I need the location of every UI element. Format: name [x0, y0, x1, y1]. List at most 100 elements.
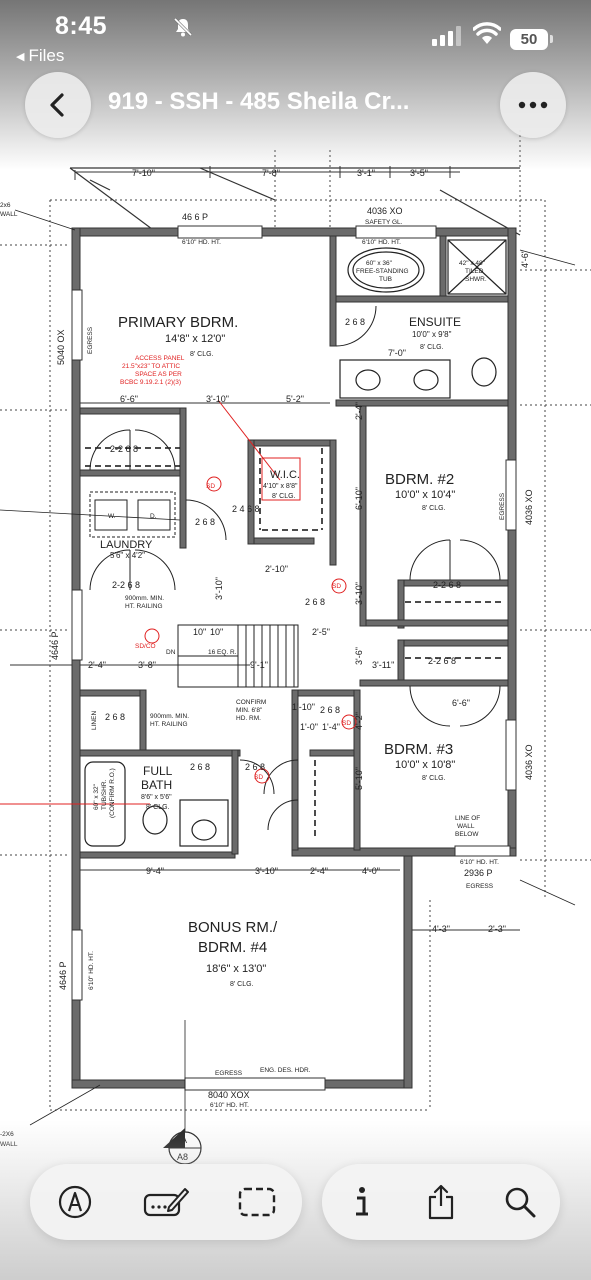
window-tags: 46 6 P 4036 XO 5040 OX 4036 XO 4646 P 40…	[50, 206, 534, 1100]
signature-icon	[143, 1188, 189, 1217]
ensuite-clg: 8' CLG.	[420, 344, 444, 351]
chevron-left-icon	[50, 93, 64, 117]
share-icon	[428, 1184, 454, 1220]
search-icon	[506, 1187, 536, 1218]
battery-indicator: 50	[510, 29, 548, 50]
hd-ht-2: 6'10" HD. HT.	[362, 239, 401, 246]
search-button[interactable]	[492, 1174, 548, 1230]
shower-note-1: 42" x 48"	[459, 260, 486, 267]
back-button[interactable]	[25, 72, 91, 138]
bdrm2-dims: 10'0" x 10'4"	[395, 489, 455, 501]
door-label-10: 2 6 8	[190, 762, 210, 772]
dim-hall-4: 4'-2"	[354, 712, 364, 730]
bonus-dims: 18'6" x 13'0"	[206, 963, 266, 975]
dim-h4: 6'-6"	[452, 698, 470, 708]
fixture-notes: 60" x 36" FREE-STANDING TUB 42" x 48" TI…	[0, 202, 506, 1162]
access-note-2: 21.5"x23" TO ATTIC	[122, 363, 180, 370]
dim-mid-1: 2'-4"	[88, 660, 106, 670]
stair-down: DN	[166, 649, 176, 656]
more-options-button[interactable]	[500, 72, 566, 138]
laundry-dims: 5'6" x 4'2"	[110, 551, 145, 560]
fullbath-clg: 8' CLG.	[146, 804, 170, 811]
tubshr-note-3: (CONFIRM R.O.)	[109, 768, 116, 818]
wall-note-top-2: WALL	[0, 211, 18, 218]
stairs	[177, 624, 299, 688]
bonus-name-1: BONUS RM./	[188, 919, 278, 936]
dim-hall-2: 1'-0"	[300, 722, 318, 732]
wic-clg: 8' CLG.	[272, 493, 296, 500]
markup-toolbar	[30, 1164, 302, 1240]
bdrm2-name: BDRM. #2	[385, 471, 454, 488]
fullbath-name-2: BATH	[141, 778, 172, 792]
door-label-9: 2 6 8	[105, 712, 125, 722]
access-note-1: ACCESS PANEL	[135, 355, 185, 362]
dim-bot-2: 3'-10"	[255, 866, 278, 876]
share-button[interactable]	[413, 1174, 469, 1230]
egress-right: EGRESS	[499, 492, 506, 520]
dim-primary-2: 3'-10"	[206, 394, 229, 404]
door-label-2: 2 6 8	[195, 517, 215, 527]
tubshr-note-2: TUB/SHR.	[101, 779, 108, 810]
roof-lines	[69, 167, 521, 236]
railing-note-1: 900mm. MIN.	[125, 595, 164, 602]
door-label-6: 2-2 6 8	[433, 580, 461, 590]
door-label-8: 2 6 8	[305, 597, 325, 607]
info-button[interactable]	[334, 1174, 390, 1230]
bonus-clg: 8' CLG.	[230, 981, 254, 988]
back-app-label: Files	[28, 46, 65, 65]
document-title[interactable]: 919 - SSH - 485 Sheila Cr...	[108, 88, 410, 115]
shower-note-3: SHWR.	[465, 276, 487, 283]
smoke-detector-3: SD	[342, 720, 351, 727]
dim-v3b: 3'-10"	[354, 582, 364, 605]
dim-bot-4: 4'-0"	[362, 866, 380, 876]
selection-icon	[238, 1187, 275, 1217]
washer-label: W.	[108, 513, 116, 520]
confirm-note-1: CONFIRM	[236, 699, 266, 706]
line-below-3: BELOW	[455, 831, 479, 838]
clock: 8:45	[55, 12, 108, 40]
window-right-bdrm3: 4036 XO	[524, 744, 534, 780]
markup-button[interactable]	[47, 1174, 103, 1230]
primary-bdrm-name: PRIMARY BDRM.	[118, 314, 238, 331]
dimension-text: 7'-10" 7'-8" 3'-1" 3'-5" 6'-6" 3'-10" 5'…	[88, 168, 530, 934]
laundry-name: LAUNDRY	[100, 539, 153, 551]
safety-glass: SAFETY GL.	[365, 219, 403, 226]
fullbath-dims: 8'6" x 5'6"	[141, 794, 172, 801]
window-left-primary: 5040 OX	[56, 329, 66, 365]
window-bottom-bdrm3: 2936 P	[464, 868, 493, 878]
tub-note-2: FREE-STANDING	[356, 268, 409, 275]
cellular-signal-icon	[432, 26, 461, 46]
dim-stair-2: 10"	[210, 627, 223, 637]
dim-v1: 2'-4"	[354, 402, 364, 420]
dim-top-3: 3'-1"	[357, 168, 375, 178]
dim-primary-1: 6'-6"	[120, 394, 138, 404]
egress-bottom: EGRESS	[466, 883, 494, 890]
signature-button[interactable]	[138, 1174, 194, 1230]
bdrm2-clg: 8' CLG.	[422, 505, 446, 512]
smoke-co-detector: SD/CO	[135, 643, 156, 650]
room-labels: PRIMARY BDRM. 14'8" x 12'0" 8' CLG. ENSU…	[100, 314, 461, 988]
primary-clg: 8' CLG.	[190, 351, 214, 358]
window-left-bonus: 4646 P	[58, 961, 68, 990]
dim-v3: 3'-10"	[214, 577, 224, 600]
door-label-4: 2 6 8	[345, 317, 365, 327]
line-below-2: WALL	[457, 823, 475, 830]
dim-top-4: 3'-5"	[410, 168, 428, 178]
silent-bell-icon	[173, 17, 193, 37]
hd-ht-4: 6'10" HD. HT.	[210, 1102, 249, 1109]
railing-note-4: HT. RAILING	[150, 721, 188, 728]
document-toolbar	[322, 1164, 560, 1240]
markup-pen-icon	[59, 1185, 92, 1219]
door-label-7: 2-2 6 8	[428, 656, 456, 666]
wall-note-bottom-2: WALL	[0, 1141, 18, 1148]
door-label-12: 2 6 8	[320, 705, 340, 715]
hd-ht-1: 6'10" HD. HT.	[182, 239, 221, 246]
access-note-3: SPACE AS PER	[135, 371, 182, 378]
ellipsis-icon	[518, 101, 548, 109]
selection-button[interactable]	[229, 1174, 285, 1230]
window-left-mid: 4646 P	[50, 631, 60, 660]
dim-v4: 3'-6"	[354, 647, 364, 665]
back-to-app[interactable]: ◀ Files	[16, 46, 64, 66]
dim-hall-3: 1'-4"	[322, 722, 340, 732]
